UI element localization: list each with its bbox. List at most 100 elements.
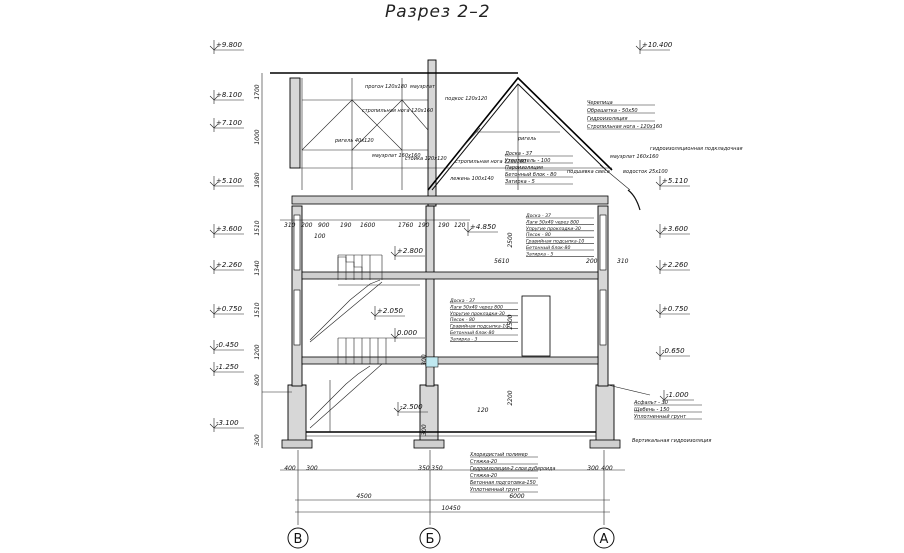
bottom-dimensions [280,450,625,525]
level-left-0-label: +9.800 [216,41,242,49]
inner-level-3-label: 0.000 [397,329,418,337]
bdim-total: 10450 [441,505,460,512]
dim-5610: 5610 [494,258,509,265]
dim-120: 120 [477,407,489,414]
spec-2-1: Лаги 50х40 через 800 [525,219,579,225]
level-markers-left: +9.800+8.100+7.100+5.100+3.600+2.260+0.7… [209,40,244,432]
label-stropilnaya-noga: стропильная нога 120х160 [362,108,433,114]
level-left-4: +3.600 [209,224,244,238]
vdim-left-8: 300 [254,434,261,446]
footing-left [281,439,313,449]
spec-basement-3: Стяжка-20 [470,473,497,479]
vertical-insulation-label: Вертикальная гидроизоляция [632,438,711,444]
hdim-top-7: 190 [438,222,450,229]
axis-label-1: Б [426,532,435,547]
level-left-2-label: +7.100 [216,119,242,127]
spec-1-2: Упругие прокладки-30 [450,311,505,317]
vdim-left-5: 1510 [254,302,261,317]
inner-level-3: 0.000 [390,328,425,342]
spec-attic-1: Утеплитель - 100 [505,158,550,164]
label-mauerlat3: мауэрлат 160х160 [610,154,659,160]
spec-roof-2: Гидроизоляция [587,116,628,122]
inner-level-0: +4.850 [463,222,498,236]
label-mauerlat2: мауэрлат 160х160 [372,153,421,159]
level-left-8-label: -1.250 [216,363,239,371]
inner-level-4: -2.500 [393,402,428,416]
label-lezhen: лежень 100х140 [449,176,494,182]
dim-310: 310 [617,258,629,265]
level-left-3-label: +5.100 [216,177,242,185]
inner-level-marks: +4.850 +2.800 +2.050 0.000 -2.500 [370,222,498,416]
spec-blind-0: Асфальт - 30 [633,400,668,406]
level-right-3: +2.260 [655,260,690,274]
level-left-5: +2.260 [209,260,244,274]
vdim-left-7: 800 [254,374,261,386]
level-left-7: -0.450 [209,340,244,354]
dim-100: 100 [314,233,326,240]
spec-1-5: Бетонный блок-80 [450,330,494,336]
spec-basement-4: Бетонная подготовка-150 [470,480,536,486]
hdim-top-0: 310 [284,222,296,229]
label-vodostok: водосток 25х100 [623,169,668,175]
spec-attic-4: Затирка - 5 [505,179,535,185]
spec-1-6: Затирка - 3 [450,336,478,342]
label-podkos: подкос 120х120 [445,96,487,102]
label-rigel: ригель 40х120 [334,138,374,144]
inner-level-1: +2.800 [390,246,425,260]
axis-label-2: А [600,532,609,547]
building-section [262,59,651,449]
level-right-6-label: -1.000 [666,391,689,399]
first-floor-slab [301,356,599,365]
spec-1-1: Лаги 50х40 через 800 [449,304,503,310]
spec-2-0: Доска - 37 [525,213,551,219]
label-mauerlat: мауэрлат [410,84,436,90]
door [521,295,551,357]
chimney [427,59,437,207]
spec-basement-0: Хлоридистый полимер [469,452,528,458]
axis-2: А [593,527,615,549]
bdim1-2: 350 [418,465,430,472]
level-left-3: +5.100 [209,176,244,190]
level-right-4: +0.750 [655,304,690,318]
vdim-inner-0: 2500 [507,232,514,247]
level-right-1: +5.110 [655,176,690,190]
spec-1-0: Доска - 37 [449,298,475,304]
level-right-2-label: +3.600 [662,225,688,233]
foundation-right [595,384,615,446]
roof-labels: прогон 120х180 мауэрлат подкос 120х120 с… [334,84,743,182]
label-gidroizol: гидроизоляционная подкладочная [650,146,743,152]
spec-attic-2: Пароизоляция [505,165,543,171]
level-left-0: +9.800 [209,40,244,54]
spec-blind-1: Щебень - 150 [634,407,669,413]
vdim-left-3: 1510 [254,220,261,235]
spec-2-4: Гравийная подсыпка-10 [526,239,584,245]
footing-middle [413,439,445,449]
hdim-top-6: 190 [418,222,430,229]
spec-basement-2: Гидроизоляция-2 слоя рубероида [470,466,555,472]
inner-level-2-label: +2.050 [377,307,403,315]
spec-attic-0: Доска - 37 [504,151,533,157]
inner-level-0-label: +4.850 [470,223,496,231]
level-left-1: +8.100 [209,90,244,104]
level-left-5-label: +2.260 [216,261,242,269]
level-right-0-label: +10.400 [642,41,673,49]
basement-floor-spec: Хлоридистый полимерСтяжка-20Гидроизоляци… [469,452,555,493]
second-floor-slab [301,271,599,280]
spec-2-5: Бетонный блок-80 [526,245,570,251]
level-right-5-label: -0.650 [662,347,685,355]
grade-right [607,384,651,396]
label-karniz: подшивка свеса [567,169,610,175]
spec-roof-0: Черепица [587,100,613,106]
bdim1-0: 400 [284,465,296,472]
spec-1-3: Песок - 80 [450,317,475,323]
footing-right [589,439,621,449]
gable-wall-left [289,77,301,169]
level-left-9-label: -3.100 [216,419,239,427]
spec-2-3: Песок - 80 [526,232,551,238]
level-left-8: -1.250 [209,362,244,376]
